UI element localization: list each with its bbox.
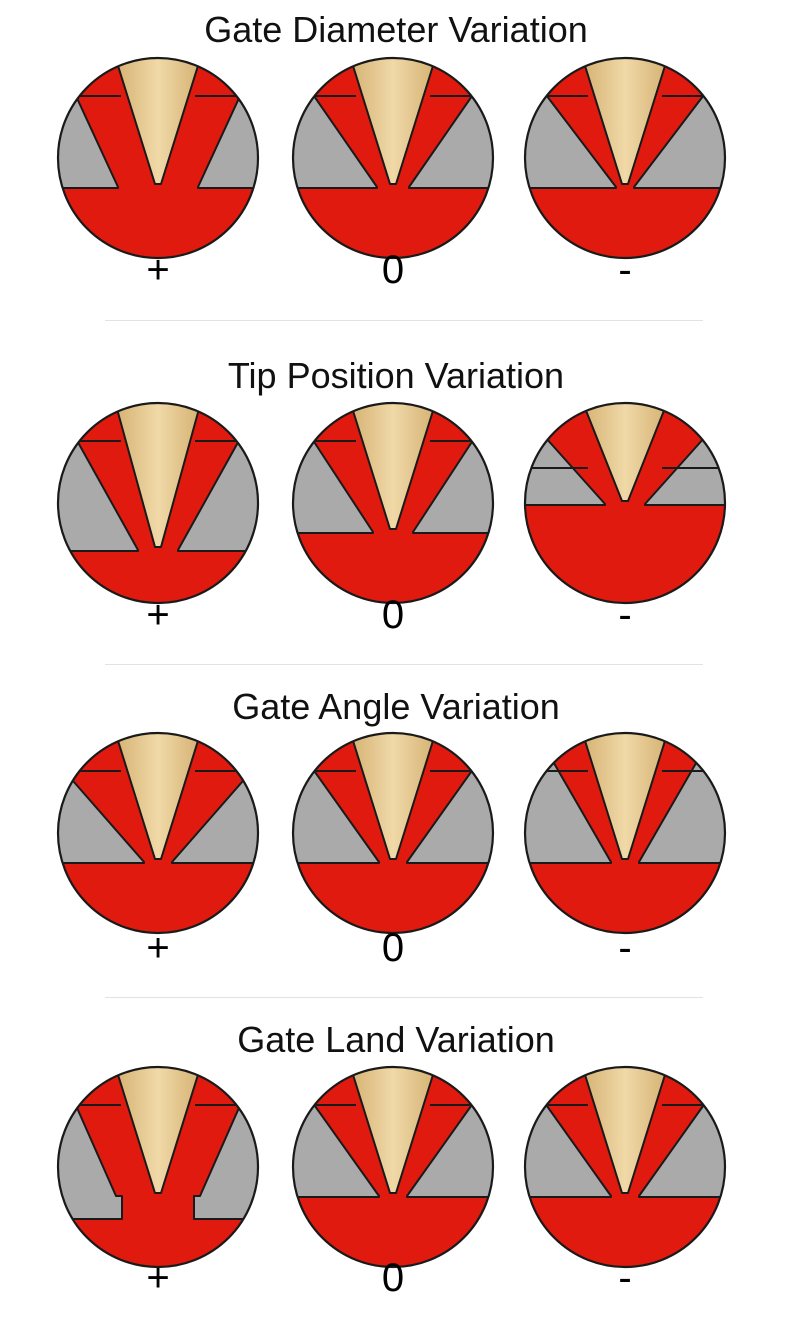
nozzle-tip	[580, 58, 670, 185]
gate-diagram-minus	[523, 401, 727, 605]
gate-diagram-plus	[56, 56, 260, 260]
gate-diagram-plus	[56, 1065, 260, 1269]
nozzle-tip	[348, 1067, 438, 1194]
section-title-gate-angle: Gate Angle Variation	[232, 686, 560, 727]
variant-label-zero: 0	[382, 1256, 404, 1300]
gate-diagram-minus	[523, 56, 727, 260]
nozzle-tip	[580, 1067, 670, 1194]
variant-label-minus: -	[618, 926, 631, 970]
gate-angle-panel: +0 -	[56, 731, 727, 970]
section-divider	[105, 320, 703, 321]
variant-label-minus: -	[618, 1256, 631, 1300]
gate-diagram-minus	[523, 1065, 727, 1269]
nozzle-tip	[113, 403, 203, 548]
section-title-gate-diameter: Gate Diameter Variation	[204, 9, 588, 50]
nozzle-tip	[580, 733, 670, 860]
variant-label-zero: 0	[382, 926, 404, 970]
gate-diagram-zero	[291, 731, 495, 935]
variant-label-zero: 0	[382, 593, 404, 637]
gate-diagram-zero	[291, 1065, 495, 1269]
nozzle-tip	[348, 733, 438, 860]
gate-diagram-plus	[56, 401, 260, 605]
tip-position-panel: +0 -	[56, 401, 727, 637]
section-divider	[105, 664, 703, 665]
section-title-tip-position: Tip Position Variation	[227, 355, 565, 396]
melt-region	[525, 403, 725, 603]
variant-label-zero: 0	[382, 248, 404, 292]
variant-label-plus: +	[146, 926, 169, 970]
nozzle-tip	[580, 403, 670, 502]
variant-label-plus: +	[146, 248, 169, 292]
variant-label-minus: -	[618, 593, 631, 637]
variant-label-plus: +	[146, 1256, 169, 1300]
gate-diagram-minus	[523, 731, 727, 935]
gate-diagram-zero	[291, 56, 495, 260]
nozzle-tip	[348, 403, 438, 530]
gate-diameter-panel: +0 -	[56, 56, 727, 292]
nozzle-tip	[113, 58, 203, 185]
variant-label-plus: +	[146, 593, 169, 637]
gate-diagram-plus	[56, 731, 260, 935]
gate-land-panel: +0 -	[56, 1065, 727, 1300]
variant-label-minus: -	[618, 248, 631, 292]
gate-diagram-zero	[291, 401, 495, 605]
nozzle-tip	[113, 733, 203, 860]
nozzle-tip	[348, 58, 438, 185]
section-title-gate-land: Gate Land Variation	[237, 1019, 555, 1060]
section-divider	[105, 997, 703, 998]
nozzle-tip	[113, 1067, 203, 1194]
